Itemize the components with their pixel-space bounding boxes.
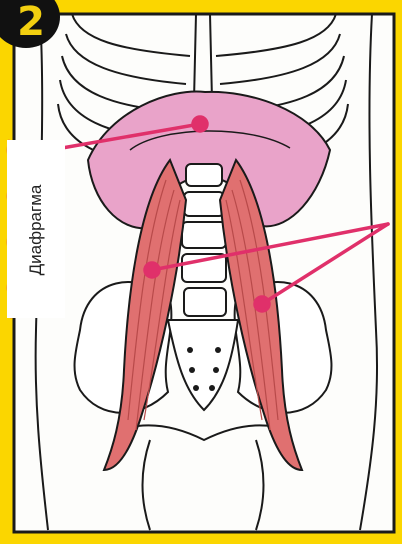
- pointer-dot-diaphragm: [193, 117, 207, 131]
- diaphragm-label: Диафрагма: [26, 185, 46, 276]
- pointer-dot-psoas-right: [255, 297, 269, 311]
- step-number: 2: [17, 0, 45, 45]
- pointer-dot-psoas-left: [145, 263, 159, 277]
